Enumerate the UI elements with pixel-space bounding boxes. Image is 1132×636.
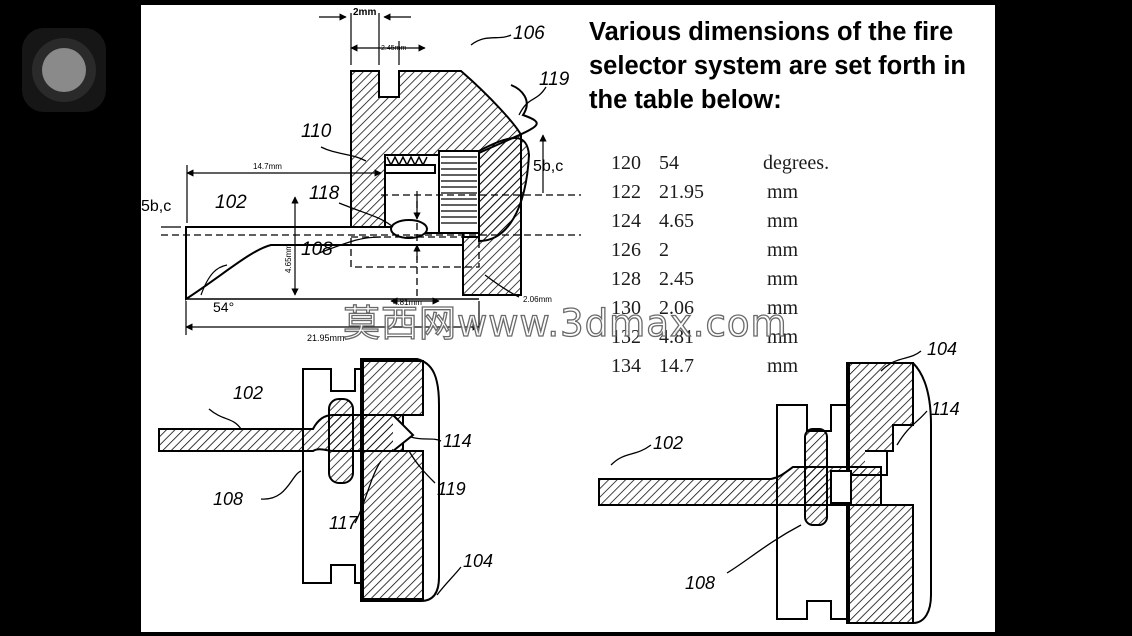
table-row: 120 54 degrees. bbox=[611, 149, 829, 178]
pin-108-br bbox=[804, 428, 828, 526]
table-cell-value: 4.81 bbox=[659, 326, 694, 348]
table-row: 130 2.06 mm bbox=[611, 294, 829, 323]
table-cell-unit: mm bbox=[767, 239, 799, 261]
table-cell-unit: mm bbox=[767, 181, 799, 203]
table-cell-value: 21.95 bbox=[659, 181, 704, 203]
ref-114-br: 114 bbox=[931, 399, 960, 419]
label-dim-2-06mm: 2.06mm bbox=[523, 295, 552, 304]
table-cell-unit: mm bbox=[767, 268, 799, 290]
table-row: 132 4.81 mm bbox=[611, 323, 829, 352]
table-cell-value: 4.65 bbox=[659, 210, 694, 232]
label-section-right: 5b,c bbox=[533, 158, 563, 175]
table-cell-ref: 132 bbox=[611, 326, 641, 348]
ref-119: 119 bbox=[539, 69, 570, 90]
figure-bottom-right bbox=[598, 350, 932, 624]
lever-102-bl bbox=[158, 414, 404, 452]
table-cell-unit: mm bbox=[767, 210, 799, 232]
label-dim-14-7mm: 14.7mm bbox=[253, 162, 282, 171]
slide: 2mm 2.45mm 14.7mm 4.65mm 2.06mm 4.81mm 2… bbox=[141, 5, 995, 632]
table-cell-unit: mm bbox=[767, 355, 799, 377]
ref-106: 106 bbox=[513, 23, 545, 44]
label-dim-2-45mm: 2.45mm bbox=[381, 45, 406, 52]
table-cell-value: 2.06 bbox=[659, 297, 694, 319]
table-cell-value: 54 bbox=[659, 152, 679, 174]
dimensions-table: 120 54 degrees. 122 21.95 mm 124 4.65 mm… bbox=[611, 149, 829, 381]
table-cell-ref: 130 bbox=[611, 297, 641, 319]
ref-102: 102 bbox=[215, 192, 247, 213]
table-cell-ref: 134 bbox=[611, 355, 641, 377]
table-row: 126 2 mm bbox=[611, 236, 829, 265]
table-cell-unit: degrees. bbox=[763, 152, 830, 174]
table-row: 134 14.7 mm bbox=[611, 352, 829, 381]
label-dim-4-81mm: 4.81mm bbox=[393, 298, 422, 307]
ref-104-br: 104 bbox=[927, 339, 957, 359]
table-cell-ref: 120 bbox=[611, 152, 641, 174]
ref-102-br: 102 bbox=[653, 433, 683, 453]
home-button[interactable] bbox=[22, 28, 106, 112]
ref-119-bl: 119 bbox=[437, 479, 466, 499]
label-dim-21-95mm: 21.95mm bbox=[307, 333, 345, 343]
detent-ball bbox=[390, 219, 428, 239]
label-section-left: 5b,c bbox=[141, 198, 171, 215]
pin-108-bl bbox=[328, 398, 354, 484]
ref-117-bl: 117 bbox=[329, 513, 359, 533]
ref-104-bl: 104 bbox=[463, 551, 493, 571]
ref-102-bl: 102 bbox=[233, 383, 263, 403]
slide-heading: Various dimensions of the fire selector … bbox=[589, 18, 966, 114]
figure-top bbox=[161, 13, 581, 335]
table-cell-ref: 126 bbox=[611, 239, 641, 261]
table-row: 128 2.45 mm bbox=[611, 265, 829, 294]
ref-108-bl: 108 bbox=[213, 489, 243, 509]
table-cell-ref: 124 bbox=[611, 210, 641, 232]
table-cell-unit: mm bbox=[767, 297, 799, 319]
label-dim-4-65mm: 4.65mm bbox=[284, 244, 293, 273]
table-cell-unit: mm bbox=[767, 326, 799, 348]
table-cell-ref: 122 bbox=[611, 181, 641, 203]
figure-bottom-left bbox=[158, 358, 462, 602]
ref-108: 108 bbox=[301, 239, 333, 260]
housing-outer bbox=[478, 137, 531, 243]
lever-102 bbox=[185, 226, 464, 301]
table-cell-value: 2.45 bbox=[659, 268, 694, 290]
table-row: 124 4.65 mm bbox=[611, 207, 829, 236]
ref-118: 118 bbox=[309, 183, 340, 204]
ref-108-br: 108 bbox=[685, 573, 715, 593]
spring-lines bbox=[441, 156, 477, 224]
table-cell-ref: 128 bbox=[611, 268, 641, 290]
label-angle: 54° bbox=[213, 299, 234, 315]
table-cell-value: 2 bbox=[659, 239, 669, 261]
ref-114-bl: 114 bbox=[443, 431, 472, 451]
home-button-dot bbox=[42, 48, 86, 92]
ref-110: 110 bbox=[301, 121, 332, 142]
table-row: 122 21.95 mm bbox=[611, 178, 829, 207]
patent-drawings: 2mm 2.45mm 14.7mm 4.65mm 2.06mm 4.81mm 2… bbox=[141, 7, 960, 624]
spring-110 bbox=[386, 155, 428, 167]
label-dim-2mm: 2mm bbox=[353, 7, 376, 18]
table-cell-value: 14.7 bbox=[659, 355, 694, 377]
